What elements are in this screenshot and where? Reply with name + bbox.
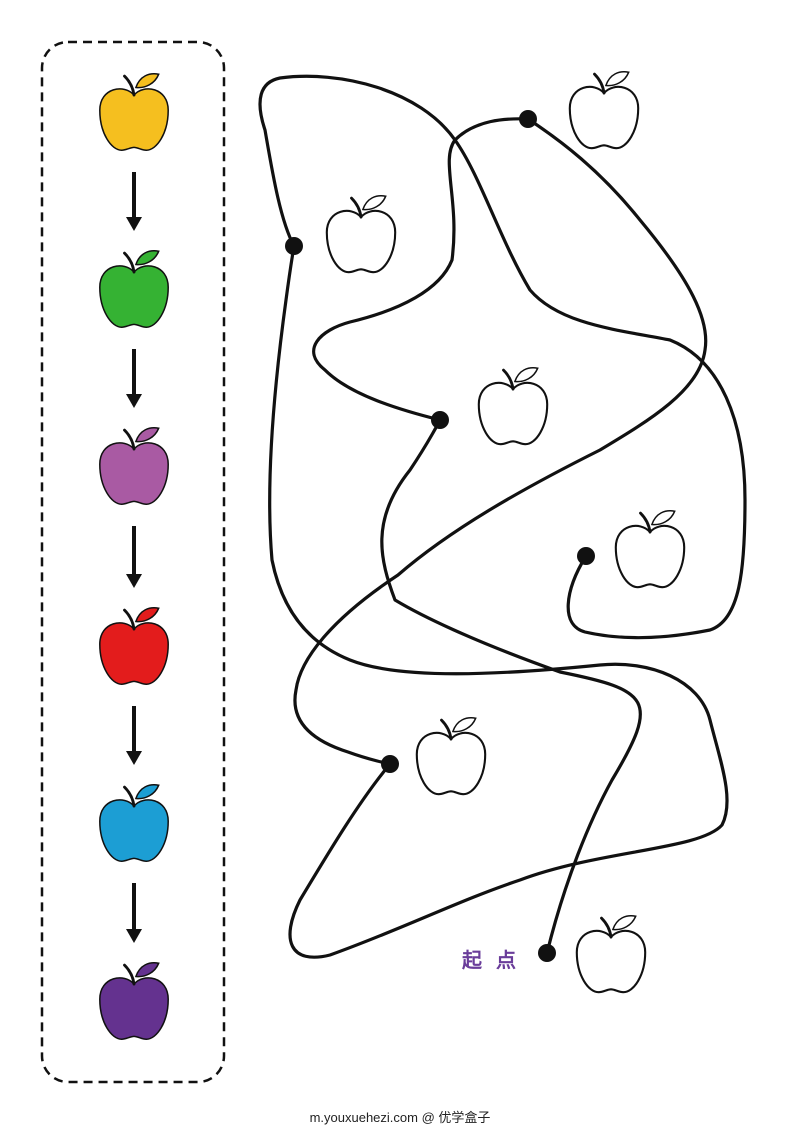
path-dot-icon	[285, 237, 303, 255]
path-dot-icon	[577, 547, 595, 565]
apple-outline-icon	[325, 194, 397, 274]
legend-apple-yellow-icon	[99, 72, 169, 151]
down-arrow-icon	[126, 349, 142, 408]
apple-outline-icon	[477, 366, 549, 446]
legend-dashed-frame	[40, 40, 226, 1084]
maze-path	[258, 74, 747, 959]
legend-apple-purple-icon	[99, 426, 169, 505]
path-dot-icon	[519, 110, 537, 128]
legend-apple-green-icon	[99, 249, 169, 328]
apple-outline-icon	[575, 914, 647, 994]
color-order-legend	[99, 72, 169, 1040]
path-dot-icon	[538, 944, 556, 962]
path-dot-icon	[381, 755, 399, 773]
footer-credit: m.youxuehezi.com @ 优学盒子	[309, 1110, 491, 1125]
path-dot-icon	[431, 411, 449, 429]
legend-apple-red-icon	[99, 606, 169, 685]
legend-apple-violet-icon	[99, 961, 169, 1040]
down-arrow-icon	[126, 172, 142, 231]
apple-outline-icon	[415, 716, 487, 796]
down-arrow-icon	[126, 706, 142, 765]
apple-outline-icon	[568, 70, 640, 150]
start-label: 起点	[462, 948, 530, 972]
legend-apple-blue-icon	[99, 783, 169, 862]
apple-outline-icon	[614, 509, 686, 589]
down-arrow-icon	[126, 883, 142, 943]
down-arrow-icon	[126, 526, 142, 588]
